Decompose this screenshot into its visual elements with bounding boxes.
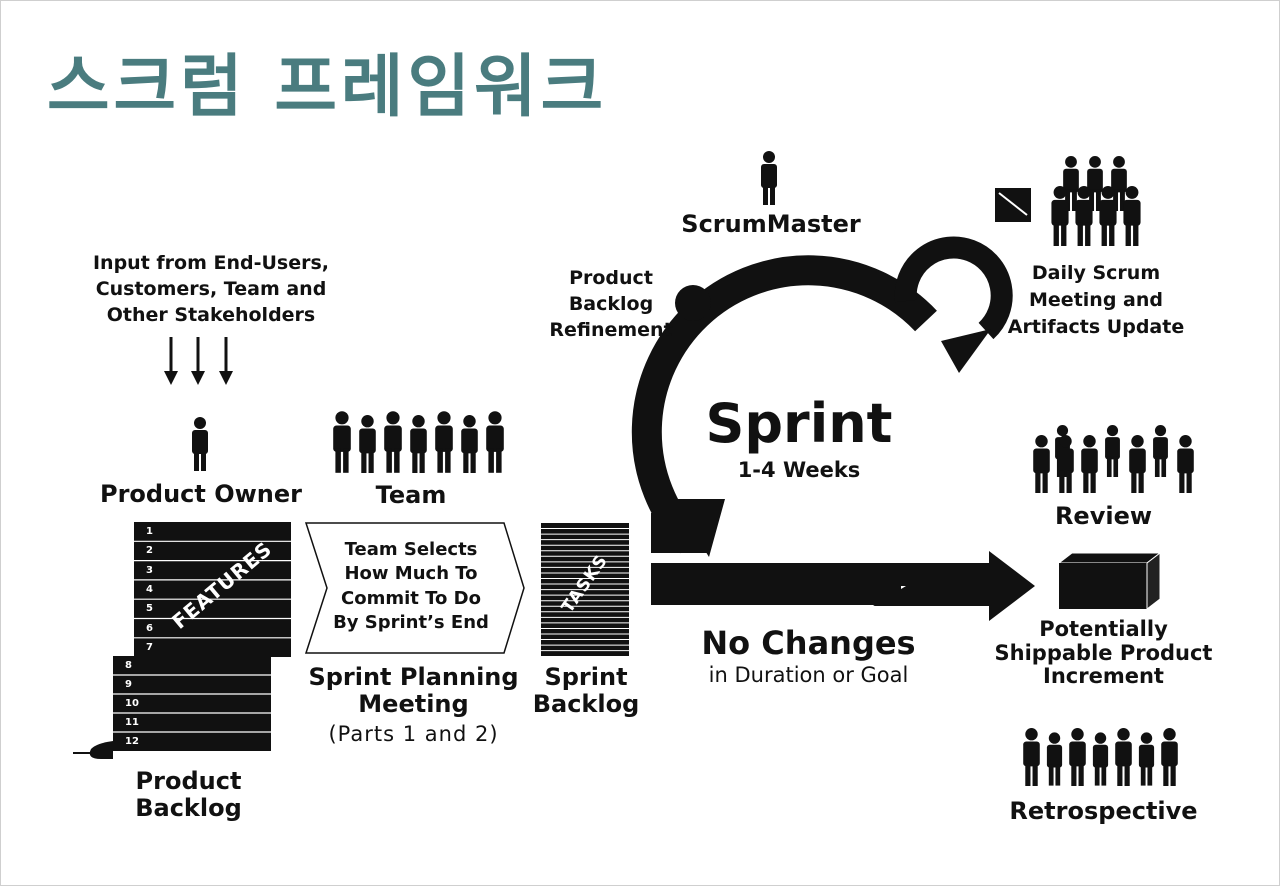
increment-label: Potentially Shippable Product Increment: [994, 617, 1213, 689]
person-icon: [1153, 425, 1168, 477]
person-icon: [1087, 156, 1103, 211]
backlog-row-number: 12: [125, 736, 139, 747]
backlog-row-number: 2: [146, 545, 153, 557]
person-icon: [461, 415, 478, 473]
selection-box-text: Team Selects How Much To Commit To Do By…: [333, 539, 489, 634]
backlog-row-number: 4: [146, 583, 153, 595]
tasks-ribbon: TASKS: [557, 551, 613, 617]
review-label: Review: [1054, 502, 1153, 530]
person-icon: [1161, 728, 1178, 786]
scrum-master-label: ScrumMaster: [681, 210, 861, 238]
backlog-row-number: 10: [125, 698, 139, 709]
person-icon: [1069, 728, 1086, 786]
sprint-title: Sprint: [705, 392, 893, 455]
sprint-planning-label: Sprint Planning Meeting: [308, 663, 519, 718]
team-icon: [331, 411, 510, 473]
retrospective-label: Retrospective: [1009, 797, 1198, 825]
person-icon: [1046, 732, 1063, 786]
person-icon: [1033, 435, 1050, 493]
features-ribbon: FEATURES: [167, 536, 277, 634]
person-icon: [384, 411, 402, 473]
person-icon: [1023, 728, 1040, 786]
backlog-row-number: 7: [146, 641, 153, 653]
person-icon: [1115, 728, 1132, 786]
product-owner-label: Product Owner: [99, 480, 302, 508]
backlog-row-number: 1: [146, 526, 153, 537]
backlog-row-number: 5: [146, 603, 153, 615]
person-icon: [410, 415, 427, 473]
backlog-row-number: 8: [125, 660, 132, 671]
backlog-row-number: 11: [125, 717, 139, 728]
product-backlog-label: Product Backlog: [135, 767, 242, 822]
person-icon: [1177, 435, 1194, 493]
person-icon: [1138, 732, 1155, 786]
person-icon: [1129, 435, 1146, 493]
no-changes-title: No Changes: [701, 624, 916, 662]
person-icon: [1081, 435, 1098, 493]
daily-scrum-team-icon: [1043, 156, 1143, 251]
person-icon: [333, 411, 351, 473]
down-arrow-icon: [164, 337, 233, 385]
person-icon: [1111, 156, 1127, 211]
daily-scrum-label: Daily Scrum Meeting and Artifacts Update: [1007, 262, 1185, 338]
person-icon: [1063, 156, 1079, 211]
sprint-backlog-label: Sprint Backlog: [532, 663, 640, 718]
retrospective-team-icon: [1021, 728, 1183, 786]
review-team-icon: [1031, 425, 1196, 495]
no-changes-subtitle: in Duration or Goal: [708, 663, 909, 687]
person-icon: [486, 411, 504, 473]
ball-icon: [675, 285, 711, 321]
backlog-row-number: 3: [146, 564, 153, 576]
person-icon: [435, 411, 453, 473]
person-icon: [1105, 425, 1120, 477]
person-icon: [1057, 435, 1074, 493]
backlog-row-number: 6: [146, 622, 153, 634]
person-icon: [1075, 186, 1093, 246]
sprint-planning-parts: (Parts 1 and 2): [328, 722, 499, 746]
input-text: Input from End-Users, Customers, Team an…: [92, 252, 330, 327]
backlog-row-number: 9: [125, 679, 132, 690]
team-label: Team: [375, 481, 447, 509]
person-icon: [1092, 732, 1109, 786]
sprint-duration: 1-4 Weeks: [737, 458, 861, 482]
refinement-label: Product Backlog Refinement: [549, 267, 673, 342]
person-icon: [1099, 186, 1117, 246]
person-icon: [359, 415, 376, 473]
page-title: 스크럼 프레임워크: [47, 48, 608, 127]
person-icon: [1123, 186, 1141, 246]
person-icon: [1051, 186, 1069, 246]
